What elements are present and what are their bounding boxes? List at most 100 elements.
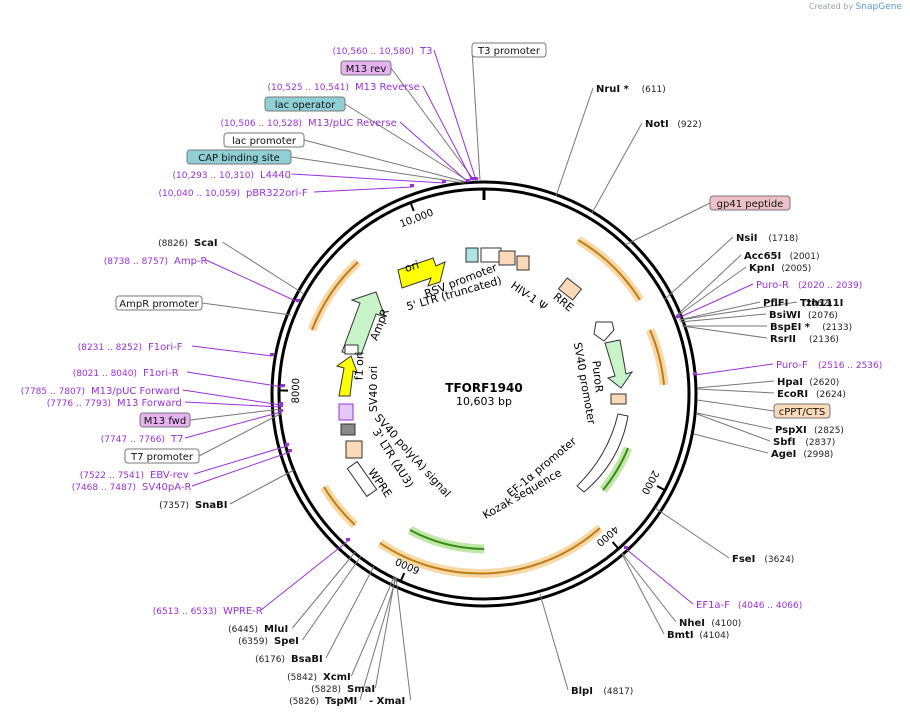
lac-cluster-box bbox=[465, 247, 479, 263]
enzyme-position: (2133) bbox=[822, 323, 852, 333]
enzyme-spei: SpeI(6359) bbox=[238, 636, 299, 647]
tick-label-2000: 2000 bbox=[639, 468, 661, 496]
enzyme-name: PflFI bbox=[763, 298, 788, 309]
leader-line bbox=[621, 553, 665, 635]
enzyme-name: KpnI bbox=[749, 263, 775, 274]
feature-m13-rev: M13 rev bbox=[340, 60, 392, 76]
f1-ori-box bbox=[344, 344, 359, 355]
enzyme-name: AgeI bbox=[771, 449, 796, 460]
leader-line bbox=[679, 313, 767, 323]
feature-box bbox=[264, 96, 346, 112]
arc-green-bottom bbox=[407, 526, 485, 554]
primer-marker bbox=[281, 384, 285, 387]
leader-line bbox=[325, 565, 375, 659]
wpre-box bbox=[346, 460, 378, 498]
leader-line bbox=[399, 121, 469, 183]
backbone-outer-ring bbox=[270, 180, 698, 608]
primer-name: Puro-F bbox=[776, 360, 808, 371]
leader-line bbox=[433, 49, 477, 181]
enzyme-name: SpeI bbox=[274, 636, 299, 647]
leader-line bbox=[205, 259, 299, 303]
feature-name: T3 promoter bbox=[477, 46, 541, 57]
leader-line bbox=[198, 412, 283, 457]
enzyme-nrui: NruI *(611) bbox=[596, 84, 666, 95]
enzyme-noti: NotI(922) bbox=[645, 119, 702, 130]
primer-f1ori-r: F1ori-R(8021 .. 8040) bbox=[73, 368, 179, 379]
enzyme-bspei: BspEI *(2133) bbox=[770, 322, 852, 333]
primer-position: (2516 .. 2536) bbox=[818, 361, 882, 371]
enzyme-position: (4817) bbox=[603, 687, 633, 697]
leader-line bbox=[681, 325, 768, 339]
primer-name: EF1a-F bbox=[696, 600, 730, 611]
feature-box bbox=[709, 195, 791, 211]
primer-name: Puro-R bbox=[756, 280, 789, 291]
inner-label-ori: ori bbox=[403, 258, 420, 275]
leader-line bbox=[292, 550, 357, 629]
feature-box bbox=[773, 403, 831, 419]
primer-position: (7785 .. 7807) bbox=[21, 387, 85, 397]
leader-line bbox=[625, 548, 694, 605]
enzyme-sbfi: SbfI(2837) bbox=[773, 437, 835, 448]
hiv-psi-box bbox=[516, 255, 530, 271]
primer-position: (7747 .. 7766) bbox=[101, 435, 165, 445]
enzyme-position: (2136) bbox=[809, 335, 839, 345]
ori-arrow bbox=[397, 257, 446, 289]
enzyme-position: (2620) bbox=[809, 378, 839, 388]
primer-marker bbox=[346, 538, 350, 541]
enzyme-name: TspMI bbox=[325, 696, 357, 707]
ampr-arrow bbox=[341, 291, 386, 356]
feature-box bbox=[115, 295, 203, 311]
primer-puro-f: Puro-F (2516 .. 2536) bbox=[776, 360, 882, 371]
leader-line bbox=[696, 412, 773, 430]
inner-label-hiv-1: HIV-1 Ψ bbox=[508, 279, 550, 314]
primer-name: T7 bbox=[170, 434, 183, 445]
primer-name: F1ori-F bbox=[148, 342, 183, 353]
brand-prefix: Created by bbox=[809, 2, 854, 11]
leader-line bbox=[182, 389, 282, 406]
leader-line bbox=[189, 408, 282, 421]
feature-ampr-promoter: AmpR promoter bbox=[115, 295, 203, 311]
feature-name: T7 promoter bbox=[130, 452, 194, 463]
leader-line bbox=[395, 577, 412, 701]
rre-box bbox=[557, 277, 583, 301]
leader-line bbox=[201, 302, 292, 316]
leader-lines bbox=[182, 49, 798, 701]
primer-pbr322ori-f: pBR322ori-F(10,040 .. 10,059) bbox=[159, 188, 308, 199]
leader-line bbox=[186, 371, 284, 388]
primer-position: (7468 .. 7487) bbox=[72, 483, 136, 493]
enzyme-position: (5842) bbox=[287, 673, 317, 683]
feature-box bbox=[340, 60, 392, 76]
enzyme-name: NotI bbox=[645, 119, 669, 130]
inner-label-f1-ori: f1 ori bbox=[353, 351, 367, 380]
primer-name: SV40pA-R bbox=[142, 482, 191, 493]
primer-position: (10,560 .. 10,580) bbox=[333, 47, 414, 57]
feature-name: M13 rev bbox=[346, 64, 387, 75]
leader-line bbox=[663, 236, 734, 301]
primer-name: M13/pUC Reverse bbox=[308, 118, 397, 129]
feature-name: lac operator bbox=[275, 100, 336, 111]
primer-marker bbox=[279, 409, 283, 412]
tick-mark-2000 bbox=[656, 485, 666, 492]
enzyme-pflfi: PflFI(2062) bbox=[763, 298, 832, 309]
primer-f1ori-f: F1ori-F(8231 .. 8252) bbox=[78, 342, 183, 353]
ltr3-box bbox=[345, 440, 363, 459]
leader-line bbox=[555, 87, 594, 197]
primer-position: (7776 .. 7793) bbox=[47, 399, 111, 409]
primer-m13-puc-forward: M13/pUC Forward(7785 .. 7807) bbox=[21, 386, 180, 397]
leader-line bbox=[390, 67, 475, 181]
leader-line bbox=[678, 301, 761, 321]
enzyme-position: (2837) bbox=[805, 438, 835, 448]
enzyme-name: MluI bbox=[264, 624, 288, 635]
leader-line bbox=[471, 49, 481, 181]
enzyme-position: (611) bbox=[642, 85, 666, 95]
primer-marker bbox=[285, 443, 289, 446]
enzyme-position: (3624) bbox=[764, 555, 794, 565]
enzyme-position: (6445) bbox=[228, 625, 258, 635]
enzyme-name: BmtI bbox=[667, 630, 694, 641]
primer-marker bbox=[442, 180, 446, 183]
inner-label-puror: PuroR bbox=[589, 360, 605, 394]
primer-marker bbox=[410, 184, 414, 187]
feature-lac-operator: lac operator bbox=[264, 96, 346, 112]
tick-label-10-000: 10,000 bbox=[398, 208, 435, 231]
primer-position: (10,506 .. 10,528) bbox=[221, 119, 302, 129]
